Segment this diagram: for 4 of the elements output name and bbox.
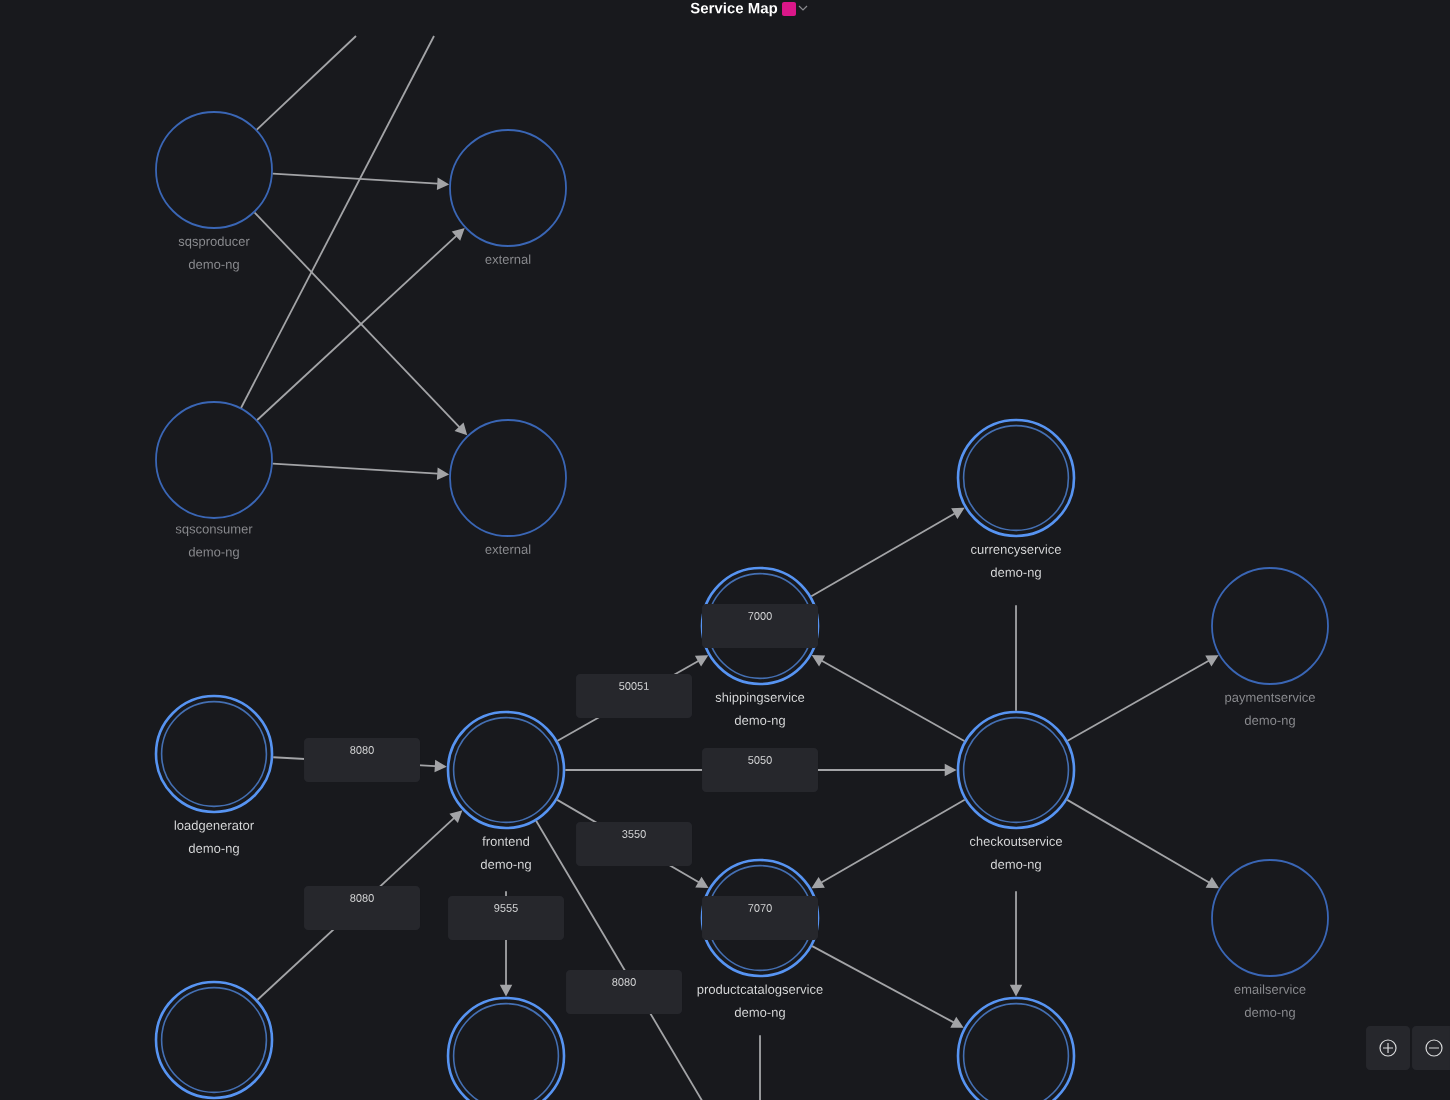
service-circle xyxy=(154,980,274,1100)
arrow xyxy=(256,228,465,421)
service-circle xyxy=(446,996,566,1100)
service-circle xyxy=(956,996,1076,1100)
